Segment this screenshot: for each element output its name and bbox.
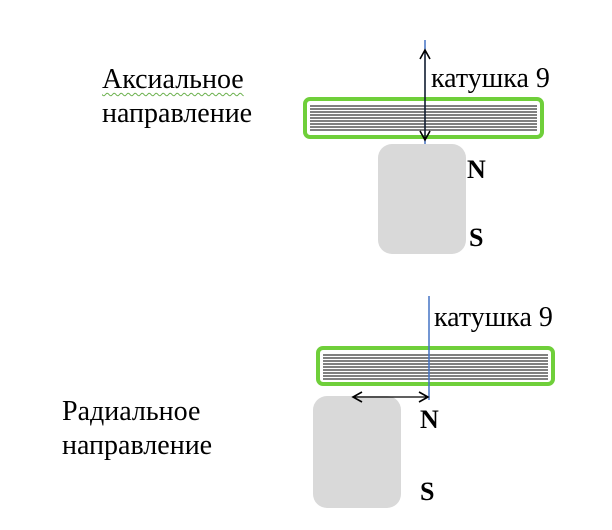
axial-pole-south: S <box>469 223 484 252</box>
axial-pole-north: N <box>467 155 486 184</box>
axial-magnet <box>378 144 466 254</box>
axial-coil <box>303 97 544 139</box>
radial-direction-label-line1: Радиальное <box>62 396 201 427</box>
radial-coil-windings <box>323 354 548 380</box>
axial-direction-label-line2: направление <box>102 98 253 129</box>
radial-coil <box>316 346 555 386</box>
radial-direction-label: Радиальное направление <box>62 395 212 463</box>
axial-direction-label-line1: Аксиальное <box>102 64 244 95</box>
radial-pole-south: S <box>420 477 435 506</box>
axial-diagram <box>303 40 544 254</box>
radial-diagram <box>313 296 555 508</box>
radial-magnet <box>313 396 401 508</box>
radial-pole-north: N <box>420 405 439 434</box>
radial-coil-label: катушка 9 <box>434 302 553 333</box>
axial-direction-label: Аксиальное направление <box>102 63 252 131</box>
radial-direction-label-line2: направление <box>62 430 213 461</box>
axial-coil-label: катушка 9 <box>431 63 550 94</box>
